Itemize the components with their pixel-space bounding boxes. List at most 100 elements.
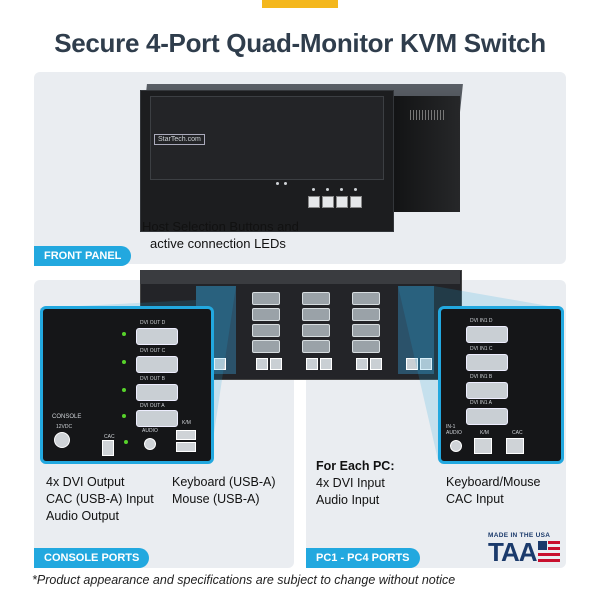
host-select-button-1[interactable] [308,196,320,208]
dvi-in-b-label: DVI IN1 B [470,374,493,380]
rear-dvi-port [302,340,330,353]
dvi-out-b-label: DVI OUT B [140,376,165,382]
rear-usb-port [306,358,318,370]
host-select-button-3[interactable] [336,196,348,208]
power-jack [54,432,70,448]
rear-dvi-port [252,308,280,321]
rear-usb-port [270,358,282,370]
in-1-label: IN-1 [446,424,456,430]
feature-line: Audio Output [46,509,119,523]
rear-dvi-port [252,324,280,337]
front-panel-badge: FRONT PANEL [34,246,132,266]
made-in-usa-text: MADE IN THE USA [488,532,551,539]
dvi-out-d-port [136,328,178,345]
dvi-out-c-port [136,356,178,373]
dvi-out-a-label: DVI OUT A [140,403,165,409]
host-select-button-2[interactable] [322,196,334,208]
port-led [312,188,315,191]
front-panel-callout: Host Selection Buttons and active connec… [142,218,299,252]
pc-ports-badge: PC1 - PC4 PORTS [306,548,420,568]
console-ports-features-left: 4x DVI Output CAC (USB-A) Input Audio Ou… [46,474,154,525]
taa-mark: TAA [488,537,538,567]
console-ports-badge: CONSOLE PORTS [34,548,150,568]
feature-line: 4x DVI Output [46,475,125,489]
dvi-out-d-led [122,332,126,336]
rear-top-strip [140,270,460,284]
dvi-in-a-port [466,408,508,425]
rear-dvi-port [352,292,380,305]
cac-label: CAC [104,434,115,440]
audio-jack [144,438,156,450]
taa-compliance-logo: MADE IN THE USA TAA [488,532,560,565]
side-vent [410,110,446,120]
port-led [326,188,329,191]
dvi-in-b-port [466,382,508,399]
dvi-out-d-label: DVI OUT D [140,320,166,326]
top-accent-bar [262,0,338,8]
km-label: K/M [182,420,191,426]
rear-dvi-port [352,308,380,321]
rear-dvi-port [302,308,330,321]
feature-line: Keyboard (USB-A) [172,475,276,489]
rear-usb-port [320,358,332,370]
callout-line: Host Selection Buttons and [142,219,299,234]
disclaimer-note: *Product appearance and specifications a… [32,573,456,587]
pc-ports-features-right: Keyboard/Mouse CAC Input [446,474,541,508]
pc-km-label: K/M [480,430,489,436]
console-ports-features-right: Keyboard (USB-A) Mouse (USB-A) [172,474,276,508]
feature-line: Audio Input [316,493,380,507]
page-title: Secure 4-Port Quad-Monitor KVM Switch [54,28,546,58]
rear-usb-port [370,358,382,370]
rear-usb-port [214,358,226,370]
dvi-out-c-label: DVI OUT C [140,348,166,354]
dvi-out-c-led [122,360,126,364]
dvi-out-a-led [122,414,126,418]
dvi-in-d-label: DVI IN1 D [470,318,493,324]
port-led [340,188,343,191]
rear-dvi-port [252,340,280,353]
keyboard-usb-port [176,430,196,440]
rear-usb-port [420,358,432,370]
rear-usb-port [406,358,418,370]
dvi-out-b-port [136,384,178,401]
feature-line: Keyboard/Mouse [446,475,541,489]
status-led [284,182,287,185]
power-label: 12VDC [56,424,73,430]
dvi-in-c-label: DVI IN1 C [470,346,493,352]
brand-logo: StarTech.com [154,134,205,145]
rear-dvi-port [302,324,330,337]
dvi-in-d-port [466,326,508,343]
pc-audio-label: AUDIO [446,430,462,436]
dvi-in-c-port [466,354,508,371]
rear-dvi-port [352,324,380,337]
mouse-usb-port [176,442,196,452]
pc-ports-features-left: For Each PC: 4x DVI Input Audio Input [316,458,395,509]
dvi-in-a-label: DVI IN1 A [470,400,492,406]
rear-dvi-port [302,292,330,305]
status-led [276,182,279,185]
rear-usb-port [256,358,268,370]
kvm-front-face [150,96,384,180]
cac-usb-port [102,440,114,456]
cac-led [124,440,128,444]
feature-line: CAC Input [446,492,504,506]
pc-ports-heading: For Each PC: [316,459,395,473]
rear-usb-port [356,358,368,370]
pc-cac-label: CAC [512,430,523,436]
feature-line: Mouse (USB-A) [172,492,260,506]
dvi-out-a-port [136,410,178,427]
host-select-button-4[interactable] [350,196,362,208]
port-led [354,188,357,191]
dvi-out-b-led [122,388,126,392]
audio-label: AUDIO [142,428,158,434]
feature-line: 4x DVI Input [316,476,385,490]
pc-audio-jack [450,440,462,452]
pc-km-usb-b-port [474,438,492,454]
console-label: CONSOLE [52,414,82,420]
callout-line: active connection LEDs [150,236,286,251]
pc-cac-usb-b-port [506,438,524,454]
feature-line: CAC (USB-A) Input [46,492,154,506]
rear-dvi-port [252,292,280,305]
us-flag-icon [537,541,560,562]
rear-dvi-port [352,340,380,353]
